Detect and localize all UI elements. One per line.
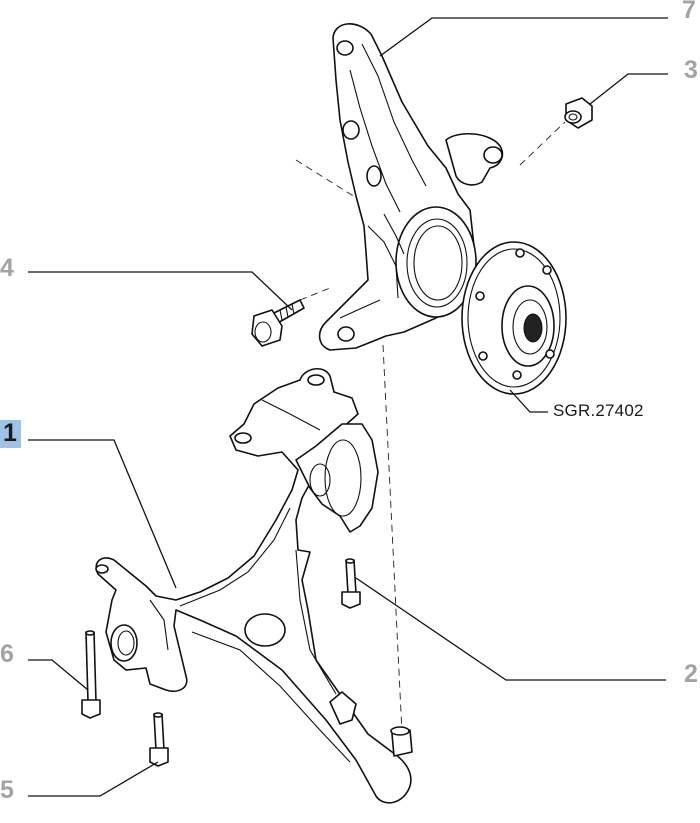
callout-2[interactable]: 2 bbox=[684, 660, 698, 688]
leader-4 bbox=[28, 271, 293, 311]
long-bolt bbox=[81, 630, 101, 719]
leader-5 bbox=[28, 761, 159, 797]
leader-7 bbox=[379, 17, 668, 57]
wheel-hub bbox=[461, 241, 567, 395]
leader-ref bbox=[509, 389, 548, 413]
callout-7[interactable]: 7 bbox=[682, 0, 696, 24]
reference-label[interactable]: SGR.27402 bbox=[553, 401, 644, 420]
short-bolt bbox=[149, 712, 169, 767]
arm-bolt bbox=[341, 558, 361, 609]
leader-1 bbox=[28, 439, 177, 589]
callout-4[interactable]: 4 bbox=[0, 254, 14, 282]
ball-joint bbox=[390, 726, 413, 757]
callout-6[interactable]: 6 bbox=[0, 640, 14, 668]
leader-6 bbox=[28, 659, 89, 691]
lower-control-arm bbox=[95, 368, 412, 804]
callout-5[interactable]: 5 bbox=[0, 776, 14, 804]
leader-2 bbox=[355, 577, 666, 681]
steering-knuckle bbox=[318, 23, 504, 351]
callout-1[interactable]: 1 bbox=[0, 420, 21, 448]
callout-3[interactable]: 3 bbox=[684, 56, 698, 84]
knuckle-bolt bbox=[251, 299, 305, 347]
leader-3 bbox=[589, 73, 668, 105]
leader-lines bbox=[28, 17, 668, 797]
bushing-nut bbox=[564, 97, 593, 129]
